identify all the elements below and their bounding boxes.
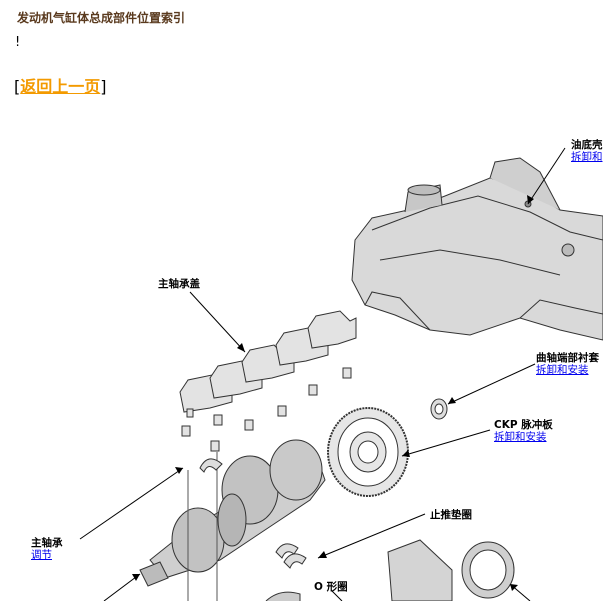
label-thrust-washer: 止推垫圈 bbox=[430, 509, 472, 521]
ckp-pulse-plate-illustration bbox=[327, 407, 409, 497]
main-bearing-shell-illustration bbox=[199, 458, 223, 473]
open-bracket: [ bbox=[14, 77, 21, 96]
oil-seal-illustration bbox=[461, 541, 515, 599]
link-crank-end-bushing[interactable]: 拆卸和安装 bbox=[536, 364, 589, 376]
label-o-ring: O 形圈 bbox=[314, 581, 348, 593]
crank-end-bushing-illustration bbox=[430, 398, 448, 420]
link-main-bearing-adjust[interactable]: 调节 bbox=[31, 549, 52, 561]
exclamation-mark: ! bbox=[15, 35, 21, 50]
o-ring-illustration bbox=[265, 591, 301, 601]
page-title: 发动机气缸体总成部件位置索引 bbox=[17, 11, 186, 25]
cover-plate-illustration bbox=[387, 539, 453, 601]
label-oil-pan: 油底壳 bbox=[571, 139, 603, 151]
label-ckp-pulse-plate: CKP 脉冲板 bbox=[494, 419, 553, 431]
engine-block-diagram bbox=[79, 147, 603, 601]
main-bearing-caps-illustration bbox=[179, 310, 357, 452]
back-link[interactable]: 返回上一页 bbox=[20, 77, 101, 96]
link-ckp-pulse-plate[interactable]: 拆卸和安装 bbox=[494, 431, 547, 443]
label-main-bearing-cap: 主轴承盖 bbox=[158, 278, 200, 290]
oil-pan-illustration bbox=[351, 157, 603, 341]
close-bracket: ] bbox=[100, 77, 107, 96]
label-main-bearing: 主轴承 bbox=[31, 537, 63, 549]
label-crank-end-bushing: 曲轴端部衬套 bbox=[536, 352, 599, 364]
crankshaft-illustration bbox=[139, 439, 326, 601]
back-link-wrapper: [返回上一页] bbox=[14, 73, 107, 97]
link-oil-pan-removal[interactable]: 拆卸和 bbox=[571, 151, 603, 163]
thrust-washer-illustration bbox=[275, 543, 307, 569]
